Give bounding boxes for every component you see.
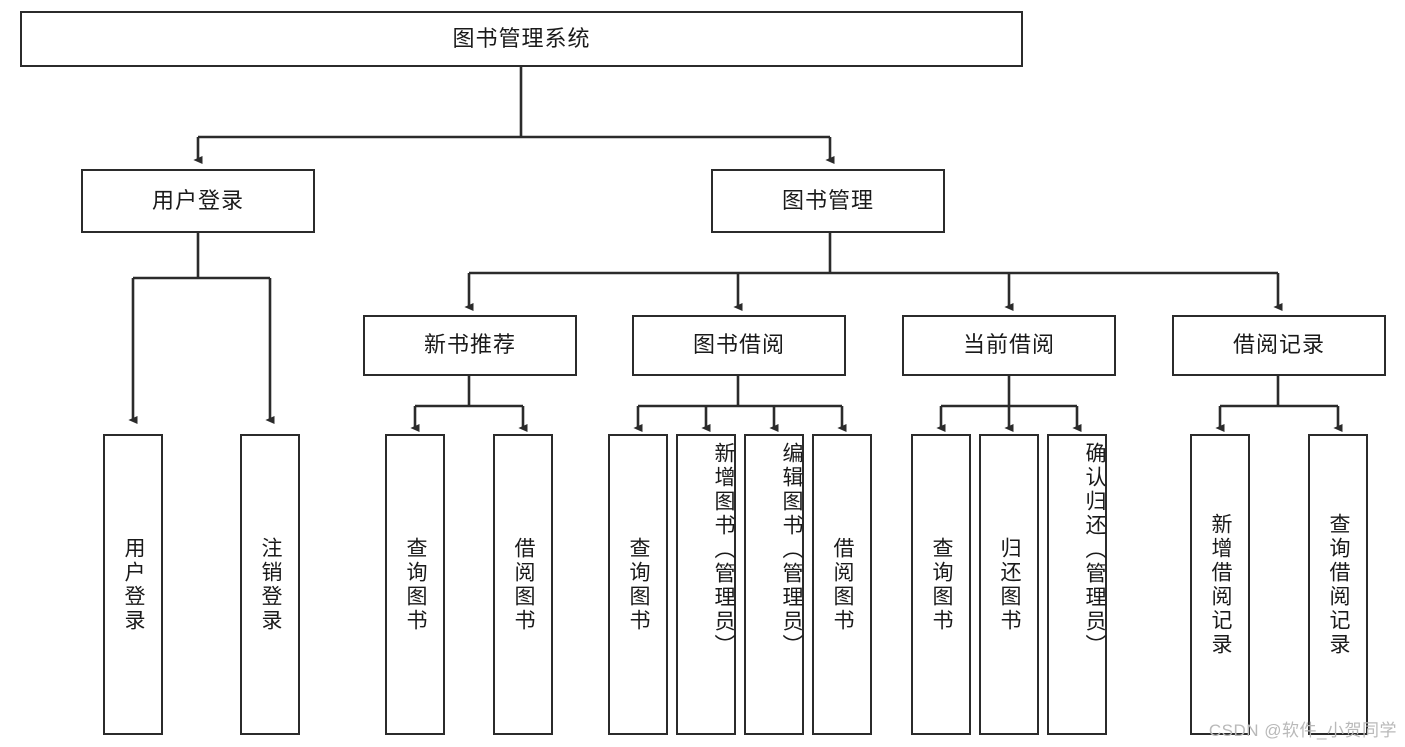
leaf-borrow-add-book-admin[interactable]: 新增图书（管理员） xyxy=(676,434,736,735)
node-user-login[interactable]: 用户登录 xyxy=(81,169,315,233)
leaf-current-confirm-return-admin[interactable]: 确认归还（管理员） xyxy=(1047,434,1107,735)
leaf-borrow-edit-book-admin[interactable]: 编辑图书（管理员） xyxy=(744,434,804,735)
node-book-management[interactable]: 图书管理 xyxy=(711,169,945,233)
node-new-book-recommend[interactable]: 新书推荐 xyxy=(363,315,577,376)
node-root[interactable]: 图书管理系统 xyxy=(20,11,1023,67)
csdn-watermark: CSDN @软件_小贺同学 xyxy=(1208,721,1397,740)
leaf-user-login[interactable]: 用户登录 xyxy=(103,434,163,735)
leaf-logout[interactable]: 注销登录 xyxy=(240,434,300,735)
leaf-current-return-books[interactable]: 归还图书 xyxy=(979,434,1039,735)
leaf-current-query-books[interactable]: 查询图书 xyxy=(911,434,971,735)
leaf-newbook-query-books[interactable]: 查询图书 xyxy=(385,434,445,735)
leaf-records-add-record[interactable]: 新增借阅记录 xyxy=(1190,434,1250,735)
leaf-newbook-borrow-books[interactable]: 借阅图书 xyxy=(493,434,553,735)
node-borrow-records[interactable]: 借阅记录 xyxy=(1172,315,1386,376)
leaf-borrow-borrow-books[interactable]: 借阅图书 xyxy=(812,434,872,735)
node-current-borrow[interactable]: 当前借阅 xyxy=(902,315,1116,376)
leaf-records-query-record[interactable]: 查询借阅记录 xyxy=(1308,434,1368,735)
leaf-borrow-query-books[interactable]: 查询图书 xyxy=(608,434,668,735)
node-book-borrow[interactable]: 图书借阅 xyxy=(632,315,846,376)
